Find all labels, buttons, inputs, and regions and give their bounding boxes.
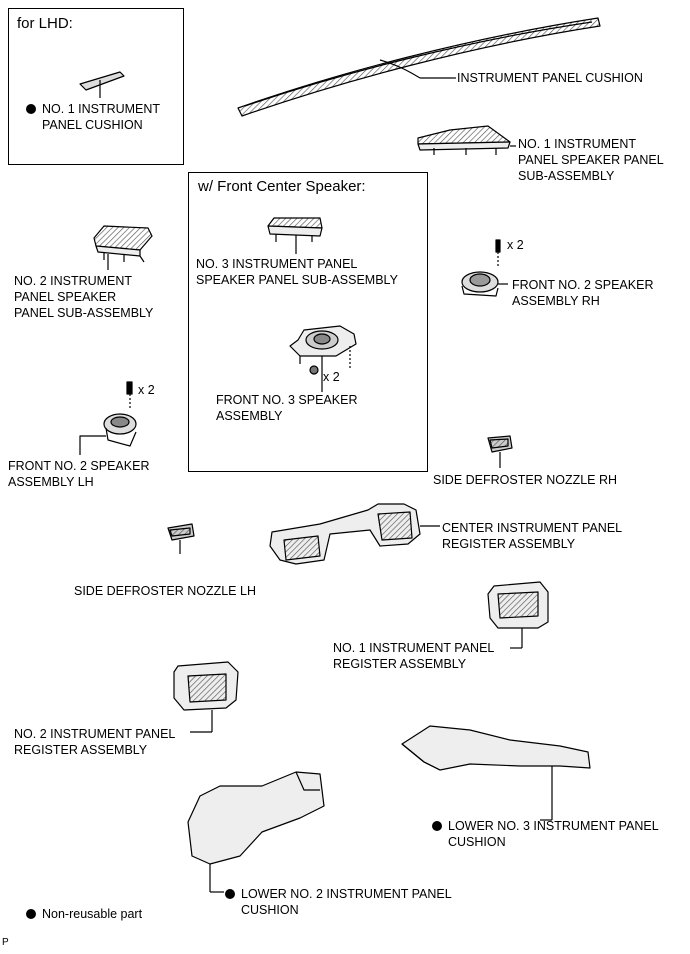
label-no1-register: NO. 1 INSTRUMENT PANEL REGISTER ASSEMBLY xyxy=(333,641,495,671)
lhd-box xyxy=(8,8,184,165)
label-no1-speaker-panel: NO. 1 INSTRUMENT PANEL SPEAKER PANEL SUB… xyxy=(518,137,664,183)
label-front-no3-speaker: FRONT NO. 3 SPEAKER ASSEMBLY xyxy=(216,393,358,423)
non-reusable-dot-icon xyxy=(26,909,36,919)
front-no2-speaker-rh-part xyxy=(461,239,508,297)
lower-no3-cushion-part xyxy=(401,725,591,821)
label-no1-ip-cushion: NO. 1 INSTRUMENT PANEL CUSHION xyxy=(26,101,160,149)
center-speaker-box-title: w/ Front Center Speaker: xyxy=(198,178,366,195)
page-code: P xyxy=(2,937,9,948)
label-qty-center: x 2 xyxy=(323,370,340,384)
label-no2-speaker-panel: NO. 2 INSTRUMENT PANEL SPEAKER PANEL SUB… xyxy=(14,274,154,320)
label-front-no2-speaker-lh: FRONT NO. 2 SPEAKER ASSEMBLY LH xyxy=(8,459,150,489)
no2-speaker-panel-part xyxy=(93,225,153,270)
label-front-no2-speaker-rh: FRONT NO. 2 SPEAKER ASSEMBLY RH xyxy=(512,278,654,308)
side-defroster-rh-part xyxy=(487,435,513,468)
label-center-register: CENTER INSTRUMENT PANEL REGISTER ASSEMBL… xyxy=(442,521,623,551)
center-register-part xyxy=(269,503,440,565)
no3-speaker-panel-part xyxy=(267,217,323,254)
ip-cushion-part xyxy=(237,17,601,117)
label-qty-rh: x 2 xyxy=(507,238,524,252)
label-ip-cushion: INSTRUMENT PANEL CUSHION xyxy=(457,71,643,85)
lower-no2-cushion-part xyxy=(187,771,325,893)
no1-register-part xyxy=(487,581,549,649)
side-defroster-lh-part xyxy=(167,523,195,554)
non-reusable-dot-icon xyxy=(26,104,36,114)
label-qty-lh: x 2 xyxy=(138,383,155,397)
front-no3-speaker-part xyxy=(289,325,357,392)
front-no2-speaker-lh-part xyxy=(79,381,137,455)
non-reusable-dot-icon xyxy=(225,889,235,899)
no2-register-part xyxy=(173,661,239,733)
label-lower-no3-cushion: LOWER NO. 3 INSTRUMENT PANEL CUSHION xyxy=(432,818,659,866)
no1-ip-cushion-part xyxy=(79,71,125,98)
label-side-defroster-rh: SIDE DEFROSTER NOZZLE RH xyxy=(433,473,618,487)
center-speaker-box xyxy=(188,172,428,472)
legend: Non-reusable part xyxy=(26,906,142,954)
label-no3-speaker-panel: NO. 3 INSTRUMENT PANEL SPEAKER PANEL SUB… xyxy=(196,257,398,287)
label-no2-register: NO. 2 INSTRUMENT PANEL REGISTER ASSEMBLY xyxy=(14,727,176,757)
label-lower-no2-cushion: LOWER NO. 2 INSTRUMENT PANEL CUSHION xyxy=(225,886,452,934)
label-side-defroster-lh: SIDE DEFROSTER NOZZLE LH xyxy=(74,584,256,598)
no1-speaker-panel-part xyxy=(417,125,516,155)
lhd-box-title: for LHD: xyxy=(17,15,73,32)
non-reusable-dot-icon xyxy=(432,821,442,831)
